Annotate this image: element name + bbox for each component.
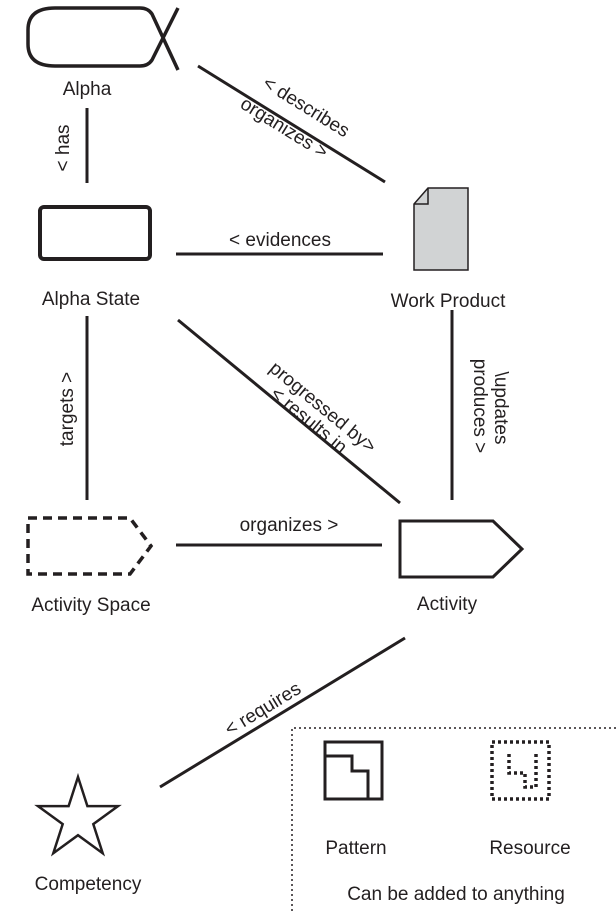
work-product-icon [413, 187, 469, 271]
competency-label: Competency [35, 874, 142, 895]
work-product-fold-icon [414, 188, 429, 205]
legend-caption: Can be added to anything [347, 884, 565, 905]
legend-box [291, 727, 616, 911]
work-product-label: Work Product [391, 291, 506, 312]
evidences-label: < evidences [229, 230, 331, 251]
resource-icon [490, 740, 551, 801]
has-label: < has [53, 124, 74, 171]
activity-space-label: Activity Space [31, 595, 150, 616]
resource-label: Resource [489, 838, 570, 859]
pattern-icon [323, 740, 384, 801]
alpha-state-icon [38, 205, 152, 261]
updates-label: \updates [490, 372, 511, 445]
activity-space-icon [26, 516, 154, 576]
competency-star-icon [34, 772, 122, 857]
targets-label: targets > [57, 372, 78, 446]
alpha-state-label: Alpha State [42, 289, 140, 310]
alpha-icon [26, 6, 180, 71]
pattern-label: Pattern [325, 838, 386, 859]
organizes-activity-label: organizes > [240, 515, 339, 536]
state-activity-connector [177, 318, 401, 505]
requires-label: < requires [221, 678, 305, 740]
alpha-label: Alpha [63, 79, 112, 100]
activity-icon [398, 519, 525, 579]
activity-competency-connector [159, 636, 406, 789]
alpha-workproduct-connector [197, 64, 386, 184]
produces-label: produces > [469, 359, 490, 454]
activity-label: Activity [417, 594, 478, 615]
